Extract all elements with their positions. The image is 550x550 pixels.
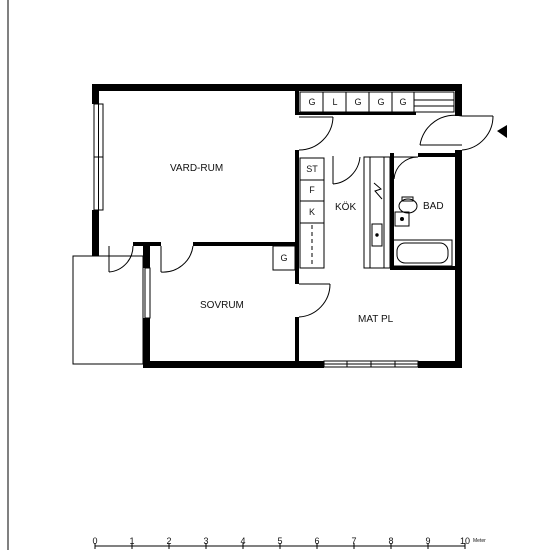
- exterior-walls: [92, 84, 462, 368]
- entrance-arrow-icon: [497, 125, 507, 138]
- kitchen-counter: [363, 156, 391, 269]
- bath-fixtures: [392, 196, 453, 267]
- scale-tick-label: 1: [129, 536, 135, 546]
- top-wardrobes: [299, 91, 455, 113]
- scale-tick-label: 9: [425, 536, 431, 546]
- toilet: [398, 198, 418, 214]
- bathtub: [392, 239, 453, 267]
- bedroom-window: [144, 267, 151, 319]
- room-label-bedroom: SOVRUM: [200, 300, 244, 311]
- dining-window: [323, 360, 419, 368]
- scale-unit-label: Meter: [473, 538, 486, 544]
- scale-tick-label: 0: [92, 536, 98, 546]
- scale-tick-label: 2: [166, 536, 172, 546]
- room-label-bath: BAD: [423, 201, 444, 212]
- room-label-dining: MAT PL: [358, 314, 394, 325]
- bedroom-wardrobe-label: G: [280, 253, 288, 263]
- washbasin: [394, 211, 410, 227]
- wardrobe-label: G: [399, 97, 407, 107]
- scale-tick-label: 5: [277, 536, 283, 546]
- room-label-kitchen: KÖK: [335, 202, 357, 213]
- bedroom-wardrobe-box: [272, 245, 296, 271]
- wardrobe-label: L: [332, 97, 338, 107]
- kitchen-cabinet-label: F: [309, 185, 315, 195]
- scale-tick-label: 8: [388, 536, 394, 546]
- wardrobe-label: G: [354, 97, 362, 107]
- scale-tick-label: 7: [351, 536, 357, 546]
- room-label-living: VARD-RUM: [170, 163, 224, 174]
- doors: [108, 114, 494, 318]
- kitchen-cabinet-label: K: [308, 207, 315, 217]
- wardrobe-label: G: [377, 97, 385, 107]
- scale-tick-label: 6: [314, 536, 320, 546]
- interior-walls: [133, 91, 457, 366]
- kitchen-cabinets: [299, 157, 325, 269]
- scale-tick-label: 4: [240, 536, 246, 546]
- scale-tick-label: 10: [459, 536, 471, 546]
- scale-tick-marks: [94, 543, 466, 549]
- balcony: [72, 255, 144, 365]
- kitchen-cabinet-label: ST: [306, 164, 318, 174]
- living-window: [93, 103, 104, 211]
- wardrobe-label: G: [308, 97, 316, 107]
- scale-tick-label: 3: [203, 536, 209, 546]
